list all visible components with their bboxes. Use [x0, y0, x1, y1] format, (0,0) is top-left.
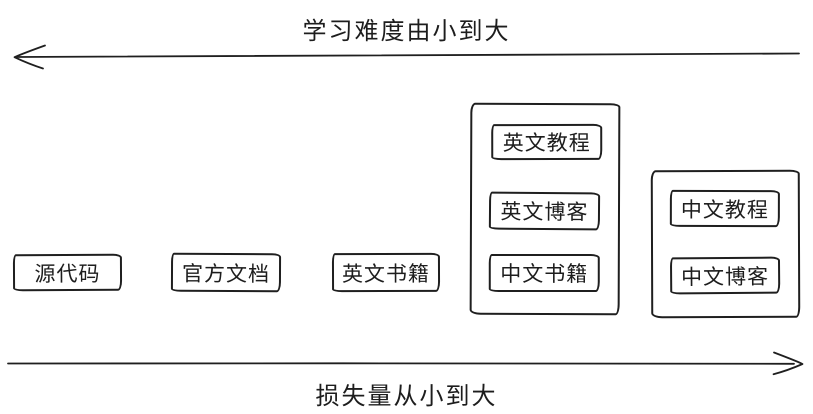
node-english-blogs: 英文博客 [488, 191, 601, 231]
bottom-axis-arrowhead-right-icon [772, 351, 804, 376]
node-english-tutorials: 英文教程 [491, 123, 603, 161]
node-official-docs: 官方文档 [170, 252, 282, 293]
top-axis-arrowhead-left-icon [13, 44, 46, 70]
group-chinese-resources: 中文教程 中文博客 [650, 169, 801, 319]
top-axis-arrow-line [15, 52, 800, 58]
node-chinese-blogs: 中文博客 [669, 256, 781, 295]
bottom-axis-arrow-line [7, 362, 795, 365]
node-chinese-tutorials: 中文教程 [669, 189, 780, 228]
node-source-code: 源代码 [12, 253, 123, 292]
node-chinese-books: 中文书籍 [488, 253, 600, 292]
bottom-axis-label: 损失量从小到大 [315, 382, 498, 410]
node-english-books: 英文书籍 [331, 252, 441, 293]
group-english-resources: 英文教程 英文博客 中文书籍 [469, 102, 621, 316]
top-axis-label: 学习难度由小到大 [302, 17, 511, 45]
